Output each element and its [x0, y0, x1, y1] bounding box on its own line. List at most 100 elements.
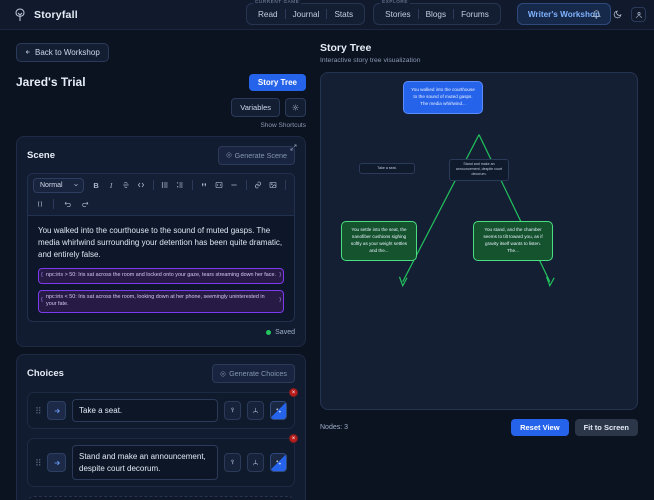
sub-actions: Variables	[16, 97, 306, 117]
scene-body-text: You walked into the courthouse to the so…	[38, 225, 283, 260]
nav-group-explore: EXPLORE Stories Blogs Forums	[373, 0, 501, 25]
scene-document[interactable]: You walked into the courthouse to the so…	[28, 216, 294, 322]
inline-code-icon[interactable]	[135, 179, 148, 192]
nav-right-icons	[589, 7, 646, 22]
show-shortcuts-link[interactable]: Show Shortcuts	[260, 121, 306, 129]
brace-left-icon: {	[41, 297, 43, 304]
drag-handle-icon[interactable]: ⠿	[35, 405, 42, 416]
back-to-workshop-button[interactable]: Back to Workshop	[16, 42, 109, 62]
story-tree-button[interactable]: Story Tree	[248, 73, 306, 91]
italic-button[interactable]: I	[109, 180, 113, 190]
generate-choices-button[interactable]: Generate Choices	[212, 364, 295, 384]
choices-title: Choices	[27, 368, 64, 380]
quote-icon[interactable]	[198, 179, 211, 192]
fit-to-screen-button[interactable]: Fit to Screen	[574, 419, 638, 436]
nav-item-journal[interactable]: Journal	[292, 9, 320, 19]
divider	[453, 9, 455, 19]
nav-item-read[interactable]: Read	[258, 9, 278, 19]
story-tree-column: Story Tree Interactive story tree visual…	[320, 42, 638, 500]
tree-node-root[interactable]: You walked into the courthouse to the so…	[403, 81, 483, 114]
text-style-select[interactable]: Normal	[33, 177, 84, 193]
redo-icon[interactable]	[78, 198, 91, 211]
divider	[326, 9, 328, 19]
conditional-block[interactable]: { npc:iris > 50: Iris sat across the roo…	[38, 267, 284, 284]
delete-icon[interactable]: ×	[289, 434, 298, 444]
back-button-label: Back to Workshop	[35, 47, 100, 57]
tree-node-leaf-right[interactable]: You stand, and the chamber seems to tilt…	[473, 221, 553, 261]
divider	[53, 199, 54, 209]
choice-row: ⠿ Stand and make an announcement, despit…	[27, 434, 298, 487]
divider	[191, 180, 193, 190]
horizontal-rule-icon[interactable]	[228, 179, 241, 192]
scene-title: Scene	[27, 149, 55, 161]
key-icon[interactable]	[224, 453, 241, 473]
title-row: Jared's Trial Story Tree	[16, 73, 306, 91]
generate-scene-button[interactable]: Generate Scene	[217, 145, 295, 165]
new-choice-row: Enter choice description...	[27, 495, 295, 500]
nav-group-current-game: CURRENT GAME Read Journal Stats	[246, 0, 366, 25]
editor-toolbar: Normal B I	[28, 173, 294, 216]
divider	[152, 180, 154, 190]
writers-workshop-button[interactable]: Writer's Workshop	[516, 3, 611, 25]
brand-name: Storyfall	[34, 8, 78, 21]
arrow-right-icon[interactable]	[47, 401, 66, 421]
flow-icon[interactable]	[247, 401, 264, 421]
strikethrough-icon[interactable]	[120, 179, 133, 192]
code-block-icon[interactable]	[213, 179, 226, 192]
nodes-count: Nodes: 3	[320, 424, 349, 431]
story-tree-subtitle: Interactive story tree visualization	[320, 57, 421, 64]
expand-icon[interactable]	[290, 144, 297, 151]
status-dot-icon	[266, 330, 272, 336]
bold-button[interactable]: B	[93, 180, 99, 190]
choice-text-input[interactable]: Stand and make an announcement, despite …	[72, 445, 218, 480]
save-status: Saved	[27, 329, 295, 336]
variables-button[interactable]: Variables	[231, 97, 280, 117]
scene-card: Scene Generate Scene Normal	[16, 135, 306, 348]
key-icon[interactable]	[224, 401, 241, 421]
gear-icon[interactable]	[285, 97, 306, 117]
story-tree-canvas[interactable]: You walked into the courthouse to the so…	[320, 72, 638, 410]
variable-icon[interactable]	[33, 198, 46, 211]
arrow-right-icon[interactable]	[47, 453, 66, 473]
brace-left-icon: {	[41, 271, 43, 278]
nav-item-stories[interactable]: Stories	[385, 9, 411, 19]
flow-icon[interactable]	[247, 453, 264, 473]
nav-item-stats[interactable]: Stats	[334, 9, 354, 19]
moon-icon[interactable]	[610, 8, 624, 22]
numbered-list-icon[interactable]	[174, 179, 187, 192]
tree-edge-label-left: Take a seat.	[359, 163, 415, 175]
link-icon[interactable]	[252, 179, 265, 192]
choice-text-input[interactable]: Take a seat.	[72, 399, 218, 423]
undo-icon[interactable]	[61, 198, 74, 211]
choices-card: Choices Generate Choices ⠿ Take a seat.	[16, 354, 306, 500]
status-badge: Saved	[275, 329, 295, 337]
settings-arrow-icon[interactable]	[270, 401, 287, 421]
conditional-block[interactable]: { npc:iris < 50: Iris sat across the roo…	[38, 289, 284, 314]
reset-view-button[interactable]: Reset View	[511, 419, 569, 436]
nav-group-label: CURRENT GAME	[253, 0, 302, 4]
sparkle-icon	[226, 152, 232, 158]
nav-item-forums[interactable]: Forums	[461, 9, 489, 19]
divider	[284, 180, 286, 190]
tree-node-leaf-left[interactable]: You settle into the seat, the nanofiber …	[341, 221, 417, 261]
bullet-list-icon[interactable]	[159, 179, 172, 192]
bell-icon[interactable]	[589, 8, 603, 22]
generate-choices-label: Generate Choices	[229, 369, 287, 379]
user-icon[interactable]	[631, 7, 646, 22]
image-icon[interactable]	[267, 179, 280, 192]
drag-handle-icon[interactable]: ⠿	[35, 457, 42, 468]
settings-arrow-icon[interactable]	[270, 453, 287, 473]
divider	[245, 180, 247, 190]
nav-groups: CURRENT GAME Read Journal Stats EXPLORE …	[246, 0, 611, 25]
conditional-text: npc:iris < 50: Iris sat across the room,…	[46, 293, 265, 308]
delete-icon[interactable]: ×	[289, 388, 298, 398]
story-tree-footer: Nodes: 3 Reset View Fit to Screen	[320, 419, 638, 436]
generate-scene-label: Generate Scene	[234, 150, 287, 160]
brand[interactable]: Storyfall	[8, 7, 78, 23]
nav-group-label: EXPLORE	[380, 0, 411, 4]
scene-editor: Normal B I	[27, 172, 295, 323]
divider	[417, 9, 419, 19]
arrow-left-icon	[25, 49, 31, 55]
nav-item-blogs[interactable]: Blogs	[425, 9, 447, 19]
story-tree-title: Story Tree	[320, 42, 372, 54]
